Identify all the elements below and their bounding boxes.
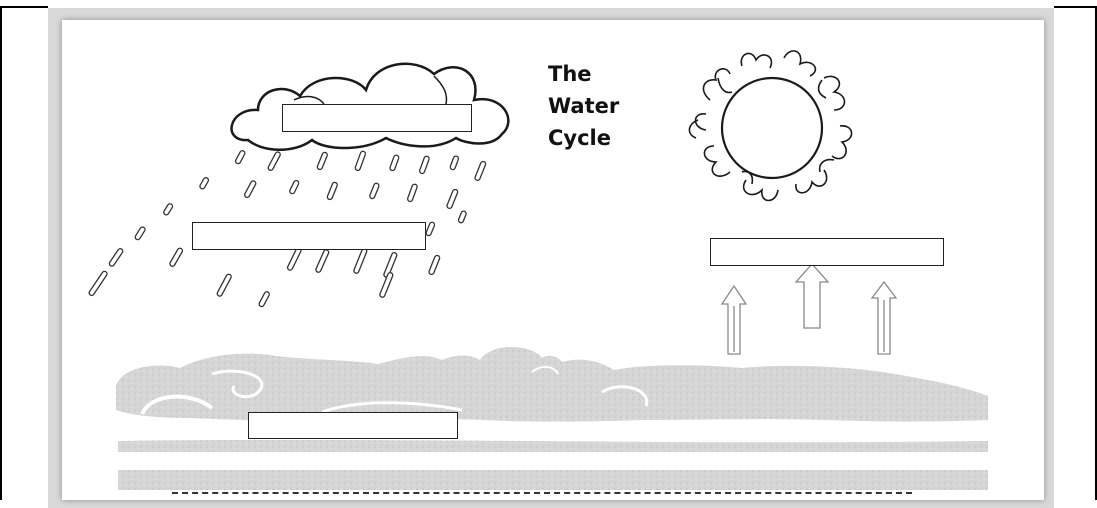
frame-top-line-left xyxy=(0,6,48,8)
sea-waves-icon xyxy=(116,347,988,490)
sun-icon xyxy=(689,51,851,201)
sun-label-box[interactable] xyxy=(710,238,944,266)
worksheet-page: The Water Cycle xyxy=(62,20,1044,500)
evaporation-arrows-icon xyxy=(722,264,896,354)
frame-left-line xyxy=(0,6,2,500)
title-line: Water xyxy=(548,90,619,122)
page-title: The Water Cycle xyxy=(548,58,619,154)
rain-label-box[interactable] xyxy=(192,222,426,250)
frame-top-line-right xyxy=(1054,6,1097,8)
cloud-label-box[interactable] xyxy=(282,104,472,132)
dashed-divider xyxy=(172,492,912,494)
title-line: The xyxy=(548,58,619,90)
sea-label-box[interactable] xyxy=(248,412,458,439)
title-line: Cycle xyxy=(548,122,619,154)
